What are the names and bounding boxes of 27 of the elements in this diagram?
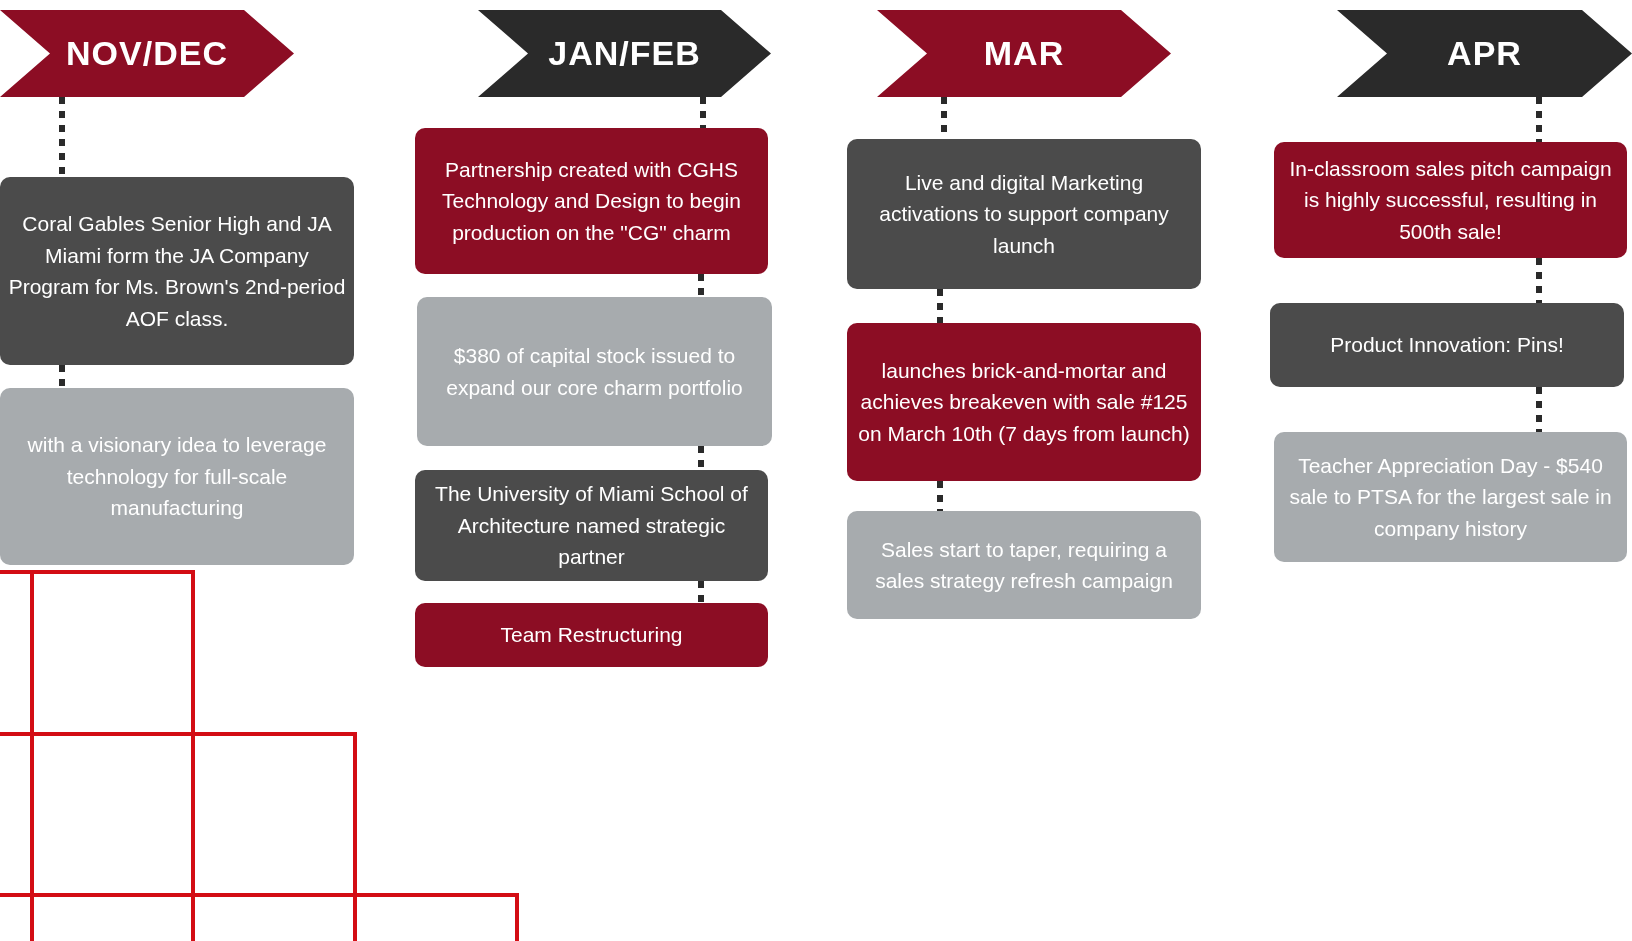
- dotted-connector: [698, 274, 704, 297]
- month-heading: APR: [1447, 34, 1522, 73]
- dotted-connector: [698, 446, 704, 470]
- month-heading: JAN/FEB: [548, 34, 701, 73]
- event-box: Partnership created with CGHS Technology and Design to begin production on the "CG" charm: [415, 128, 768, 274]
- event-box: with a visionary idea to leverage technology for full-scale manufacturing: [0, 388, 354, 565]
- month-heading: MAR: [983, 34, 1065, 73]
- dotted-connector: [1536, 97, 1542, 142]
- dotted-connector: [1536, 258, 1542, 303]
- dotted-connector: [937, 481, 943, 511]
- dotted-connector: [59, 97, 65, 177]
- dotted-connector: [59, 365, 65, 388]
- event-box: Teacher Appreciation Day - $540 sale to PTSA for the largest sale in company history: [1274, 432, 1627, 562]
- event-box: The University of Miami School of Architecture named strategic partner: [415, 470, 768, 581]
- event-box: $380 of capital stock issued to expand our core charm portfolio: [417, 297, 772, 446]
- event-box: Sales start to taper, requiring a sales strategy refresh campaign: [847, 511, 1201, 619]
- dotted-connector: [1536, 387, 1542, 432]
- event-box: Live and digital Marketing activations to support company launch: [847, 139, 1201, 289]
- event-box: Coral Gables Senior High and JA Miami form the JA Company Program for Ms. Brown's 2nd-period AOF class.: [0, 177, 354, 365]
- event-box: launches brick-and-mortar and achieves breakeven with sale #125 on March 10th (7 days from launch): [847, 323, 1201, 481]
- dotted-connector: [700, 97, 706, 128]
- dotted-connector: [698, 581, 704, 603]
- event-box: Product Innovation: Pins!: [1270, 303, 1624, 387]
- event-box: In-classroom sales pitch campaign is highly successful, resulting in 500th sale!: [1274, 142, 1627, 258]
- event-box: Team Restructuring: [415, 603, 768, 667]
- dotted-connector: [937, 289, 943, 323]
- month-heading: NOV/DEC: [66, 34, 228, 73]
